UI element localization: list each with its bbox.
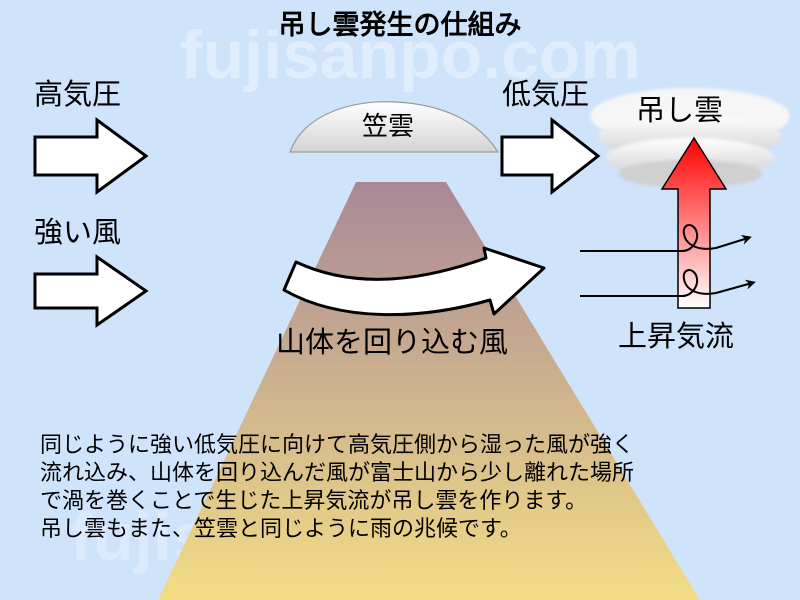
description-line: で渦を巻くことで生じた上昇気流が吊し雲を作ります。 [40, 489, 588, 514]
description-line: 吊し雲もまた、笠雲と同じように雨の兆候です。 [40, 517, 522, 542]
kasa-cloud [289, 101, 500, 153]
vortex-wind-upper [580, 224, 752, 252]
label-wrapping-wind: 山体を回り込む風 [276, 325, 509, 359]
wrapping-wind-arrow [282, 246, 546, 317]
strong-wind-arrow [33, 254, 149, 328]
label-strong-wind: 強い風 [34, 215, 122, 249]
label-low-pressure: 低気圧 [502, 77, 590, 111]
description-line: 同じように強い低気圧に向けて高気圧側から湿った風が強く [40, 433, 635, 458]
label-updraft: 上昇気流 [618, 319, 735, 353]
watermark-top: fujisanpo.com [180, 17, 641, 93]
label-tsurushi-cloud: 吊し雲 [636, 93, 724, 127]
label-kasa-cloud: 笠雲 [362, 112, 415, 142]
description-line: 流れ込み、山体を回り込んだ風が富士山から少し離れた場所 [40, 461, 635, 486]
label-high-pressure: 高気圧 [34, 77, 122, 111]
low-pressure-arrow [500, 116, 601, 196]
diagram-title: 吊し雲発生の仕組み [278, 10, 522, 41]
description: 同じように強い低気圧に向けて高気圧側から湿った風が強く 流れ込み、山体を回り込ん… [40, 432, 790, 544]
high-pressure-arrow [33, 117, 149, 195]
mountain [158, 182, 700, 600]
vortex-wind-lower [580, 269, 756, 297]
